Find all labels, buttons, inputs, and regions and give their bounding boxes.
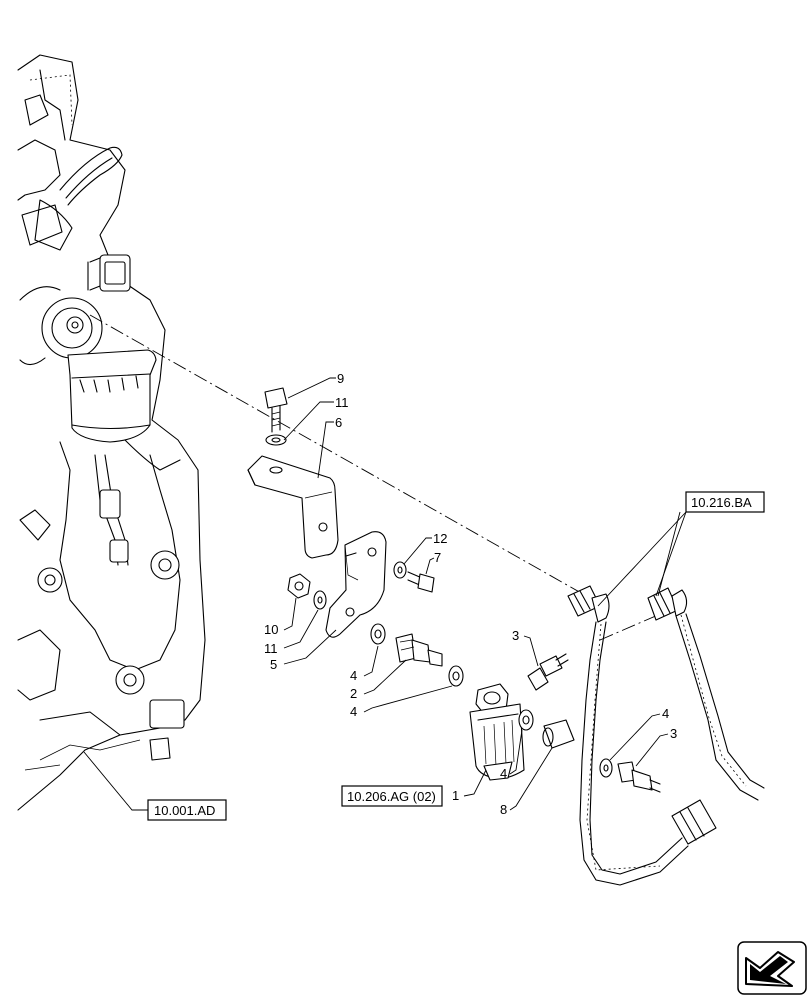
- reference-box-fuel-lines[interactable]: 10.216.BA: [597, 491, 765, 607]
- callout-4-c: 4: [500, 766, 507, 781]
- connector-3-upper: [527, 653, 569, 691]
- fuel-filter-1: [469, 683, 525, 781]
- callout-2: 2: [350, 686, 357, 701]
- washer-4-a: [370, 623, 386, 645]
- callout-3-upper: 3: [512, 628, 519, 643]
- fuel-line-left: [567, 585, 717, 886]
- callout-4-a: 4: [350, 668, 357, 683]
- callout-4-d: 4: [662, 706, 669, 721]
- callout-11-upper: 11: [335, 395, 349, 410]
- bolt-9: [264, 387, 288, 433]
- reference-filter-group-label[interactable]: 10.206.AG (02): [347, 789, 436, 804]
- next-page-arrow-icon[interactable]: [737, 941, 807, 995]
- washer-11-upper: [265, 434, 287, 446]
- callout-7: 7: [434, 550, 441, 565]
- reference-engine-label[interactable]: 10.001.AD: [154, 803, 215, 818]
- callout-5: 5: [270, 657, 277, 672]
- bracket-6: [247, 455, 339, 559]
- engine-assembly: [17, 54, 206, 811]
- reference-box-engine[interactable]: 10.001.AD: [83, 751, 227, 821]
- callout-9: 9: [337, 371, 344, 386]
- callout-3-lower: 3: [670, 726, 677, 741]
- nut-10: [287, 573, 311, 599]
- reference-fuel-lines-label[interactable]: 10.216.BA: [691, 495, 752, 510]
- callouts: 9 11 6 12 7 10 11 5 4 2 4 3 1: [264, 371, 677, 817]
- washer-11-lower: [313, 590, 327, 610]
- washer-12: [393, 561, 407, 579]
- washer-4-c: [518, 709, 534, 731]
- bushing-8: [542, 719, 575, 749]
- callout-8: 8: [500, 802, 507, 817]
- adapter-2: [395, 633, 443, 667]
- callout-4-b: 4: [350, 704, 357, 719]
- alignment-axis-line-2: [599, 611, 666, 641]
- callout-11-lower: 11: [264, 641, 278, 656]
- callout-1: 1: [452, 788, 459, 803]
- bolt-7: [407, 571, 435, 593]
- callout-12: 12: [433, 531, 447, 546]
- connector-3-lower: [617, 761, 661, 793]
- washer-4-b: [448, 665, 464, 687]
- bracket-5: [325, 531, 387, 638]
- callout-10: 10: [264, 622, 278, 637]
- washer-4-d: [599, 758, 613, 778]
- fuel-line-right: [647, 587, 765, 801]
- reference-box-filter-group[interactable]: 10.206.AG (02): [341, 785, 443, 807]
- callout-6: 6: [335, 415, 342, 430]
